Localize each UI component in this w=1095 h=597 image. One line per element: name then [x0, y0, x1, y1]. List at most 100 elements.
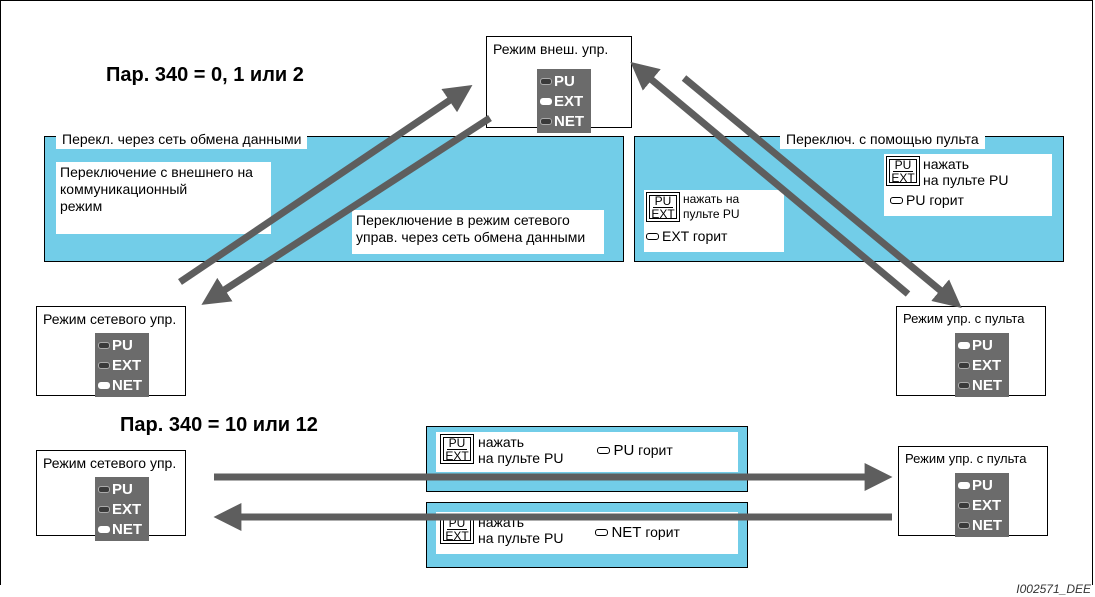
led-dot-icon — [98, 361, 110, 369]
text-line: нажать на — [683, 192, 740, 206]
arrow-net-to-ext — [178, 84, 473, 285]
led-label: EXT — [972, 356, 1002, 374]
led-dot-icon — [958, 361, 970, 369]
led-ext: EXT — [955, 495, 1009, 515]
lit-text: PU горит — [906, 192, 964, 208]
led-net: NET — [95, 519, 149, 539]
led-panel: PU EXT NET — [955, 333, 1009, 397]
led-net: NET — [955, 375, 1009, 395]
panel-pu-label: Переключ. с помощью пульта — [780, 129, 985, 149]
key-bottom: EXT — [651, 207, 675, 221]
led-net: NET — [537, 111, 591, 131]
led-panel: PU EXT NET — [955, 473, 1009, 537]
text-line: на пульте PU — [923, 172, 1009, 188]
led-label: EXT — [112, 500, 142, 518]
net-lit-indicator: NET горит — [595, 524, 680, 541]
header-bottom: Пар. 340 = 10 или 12 — [120, 414, 318, 436]
led-label: NET — [972, 376, 1002, 394]
text-line: на пульте PU — [478, 450, 564, 466]
text-line: Переключение с внешнего на — [60, 164, 253, 180]
led-dot-icon — [98, 525, 110, 533]
led-net: NET — [955, 515, 1009, 535]
led-dot-icon — [958, 341, 970, 349]
led-panel: PU EXT NET — [537, 69, 591, 133]
text-line: нажать — [478, 434, 525, 450]
pu-lit-indicator: PU горит — [890, 192, 964, 209]
mode-pu-top: Режим упр. с пульта PU EXT NET — [896, 306, 1046, 397]
led-pu: PU — [95, 335, 149, 355]
image-id: I002571_DEE — [1016, 582, 1091, 596]
led-dot-icon — [540, 97, 552, 105]
arrow-ext-to-pu — [681, 75, 962, 309]
led-label: NET — [554, 112, 584, 130]
pu-lit-indicator: PU горит — [597, 442, 673, 459]
mode-title: Режим сетевого упр. — [43, 455, 177, 471]
text-line: Переключение в режим сетевого — [356, 212, 570, 228]
mode-title: Режим упр. с пульта — [905, 451, 1027, 466]
led-label: PU — [972, 336, 993, 354]
led-dot-icon — [98, 505, 110, 513]
lit-led: PU — [613, 442, 635, 459]
led-label: PU — [112, 480, 133, 498]
led-ext: EXT — [955, 355, 1009, 375]
key-bottom: EXT — [445, 449, 469, 463]
lit-word: горит — [638, 442, 673, 458]
led-dot-icon — [540, 77, 552, 85]
led-pu: PU — [955, 475, 1009, 495]
led-label: PU — [112, 336, 133, 354]
text-line: коммуникационный — [60, 181, 188, 197]
led-icon — [597, 447, 611, 454]
lit-word: горит — [645, 524, 680, 540]
figure-frame — [0, 0, 1093, 585]
mode-pu-bottom: Режим упр. с пульта PU EXT NET — [898, 446, 1048, 537]
led-pu: PU — [95, 479, 149, 499]
mode-title: Режим упр. с пульта — [903, 311, 1025, 326]
led-label: NET — [112, 376, 142, 394]
led-label: EXT — [554, 92, 584, 110]
led-dot-icon — [98, 341, 110, 349]
key-top: PU — [447, 436, 467, 450]
mode-title: Режим внеш. упр. — [493, 41, 609, 57]
led-label: NET — [972, 516, 1002, 534]
header-top: Пар. 340 = 0, 1 или 2 — [106, 64, 304, 86]
text-line: управ. через сеть обмена данными — [356, 229, 586, 245]
led-dot-icon — [958, 521, 970, 529]
key-top: PU — [653, 194, 673, 208]
mode-network-top: Режим сетевого упр. PU EXT NET — [36, 306, 186, 397]
panel-network-label: Перекл. через сеть обмена данными — [56, 129, 308, 149]
led-icon — [595, 529, 609, 536]
led-panel: PU EXT NET — [95, 477, 149, 541]
mode-network-bottom: Режим сетевого упр. PU EXT NET — [36, 450, 186, 541]
lit-led: NET — [611, 524, 642, 541]
led-icon — [890, 197, 903, 204]
text-switch-to-network: Переключение в режим сетевого управ. чер… — [352, 210, 604, 254]
led-label: EXT — [972, 496, 1002, 514]
led-dot-icon — [98, 381, 110, 389]
led-label: PU — [554, 72, 575, 90]
arrow-ext-to-net — [201, 115, 492, 305]
led-ext: EXT — [95, 355, 149, 375]
key-bottom: EXT — [891, 171, 915, 185]
led-dot-icon — [540, 117, 552, 125]
led-dot-icon — [958, 381, 970, 389]
lit-text: EXT горит — [662, 228, 728, 244]
led-pu: PU — [955, 335, 1009, 355]
mode-external: Режим внеш. упр. PU EXT NET — [486, 36, 632, 133]
led-label: EXT — [112, 356, 142, 374]
text-external-to-comm: Переключение с внешнего на коммуникацион… — [56, 162, 271, 234]
text-line: нажать — [923, 156, 970, 172]
ext-lit-indicator: EXT горит — [646, 228, 727, 245]
led-label: PU — [972, 476, 993, 494]
mode-title: Режим сетевого упр. — [43, 311, 177, 327]
text-line: режим — [60, 198, 103, 214]
led-ext: EXT — [537, 91, 591, 111]
key-top: PU — [893, 158, 913, 172]
led-panel: PU EXT NET — [95, 333, 149, 397]
